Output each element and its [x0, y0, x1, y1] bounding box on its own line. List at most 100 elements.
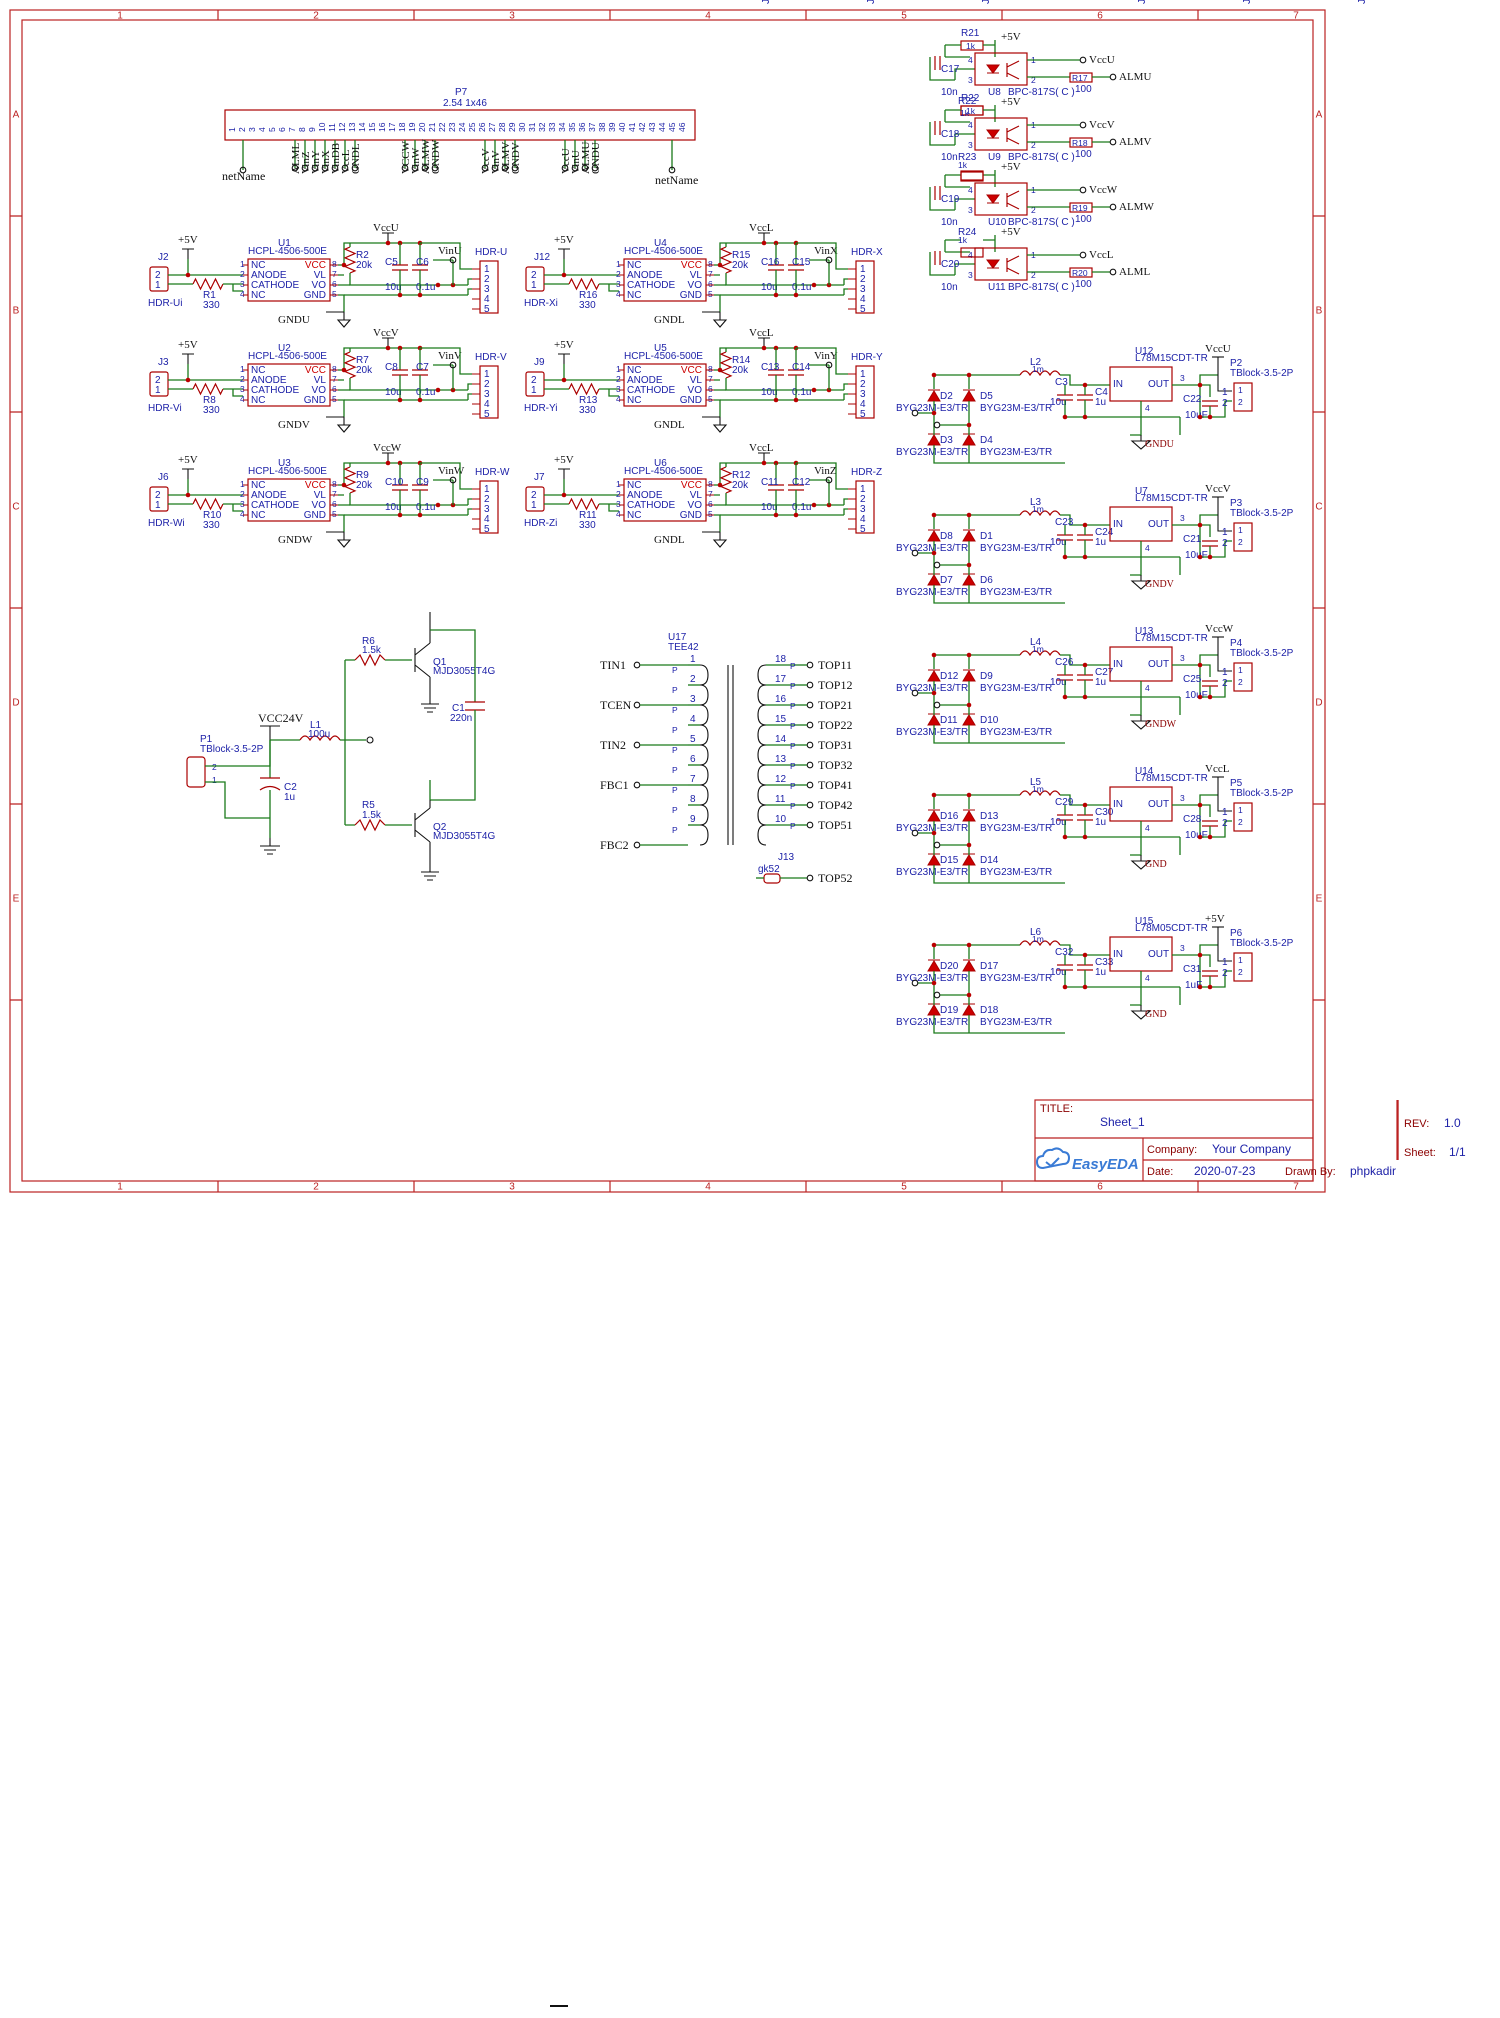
diode-ref: D20 [940, 961, 959, 972]
label: 2 [484, 379, 490, 390]
diode-ref: D11 [940, 715, 958, 726]
drawn-by-value: phpkadir [1350, 1164, 1396, 1178]
opto-channel-u3: J6HDR-Wi21+5VR10330U3HCPL-4506-500ENC1AN… [148, 0, 992, 548]
input-cap2-value: 1u [1095, 967, 1106, 978]
diode-ref: D2 [940, 391, 953, 402]
header-pin-number: 3 [247, 127, 257, 132]
zone-column-top: 2 [313, 11, 319, 22]
date-value: 2020-07-23 [1194, 1164, 1256, 1178]
c1-ref: C1 [452, 703, 465, 714]
series-resistor-ref: R10 [203, 510, 222, 521]
header-pin-number: 20 [417, 122, 427, 132]
input-header-name: HDR-Yi [524, 403, 558, 414]
opto-ic-ref: U2 [278, 343, 291, 354]
junction-dot [761, 240, 767, 246]
opto-pin-name: CATHODE [627, 385, 675, 396]
junction-dot [1082, 834, 1088, 840]
resistor-icon [192, 497, 224, 511]
ground-icon [712, 312, 728, 328]
output-header-ref: J1 [866, 0, 877, 4]
label: 1 [1238, 665, 1243, 675]
resistor-ref: R23 [958, 152, 977, 163]
zone-column-top: 1 [117, 11, 123, 22]
diode-ref: D14 [980, 855, 999, 866]
alarm-net-label: ALML [1119, 266, 1150, 278]
label: 2 [1031, 205, 1036, 215]
opto-pin-number: 8 [708, 479, 713, 489]
input-cap-ref: C3 [1055, 377, 1068, 388]
output-resistor-value: 100 [1075, 149, 1092, 160]
header-p7-ref: P7 [455, 87, 468, 98]
bulk-cap-value: 10u [385, 502, 402, 513]
regulator-pin-in: IN [1113, 949, 1123, 960]
input-header-ref: J9 [534, 357, 545, 368]
ground-icon [336, 312, 352, 328]
input-cap2-ref: C30 [1095, 807, 1114, 818]
opto-pin-name: VCC [681, 480, 702, 491]
output-cap-ref: C28 [1183, 814, 1202, 825]
header-pin-number: 23 [447, 122, 457, 132]
resistor-icon [343, 351, 357, 379]
junction-dot [1197, 522, 1203, 528]
output-terminal-part: TBlock-3.5-2P [1230, 368, 1294, 379]
header-pin-number: 14 [357, 122, 367, 132]
diode-part: BYG23M-E3/TR [896, 447, 968, 458]
label: 2 [1222, 538, 1228, 549]
inductor-icon [1019, 790, 1061, 797]
header-pin-number: 44 [657, 122, 667, 132]
label: 3 [860, 504, 866, 515]
opto-pin-number: 2 [616, 269, 621, 279]
label: 5 [484, 409, 490, 420]
primary-net-label: FBC1 [600, 778, 629, 792]
diode-ref: D17 [980, 961, 999, 972]
label: 3 [484, 284, 490, 295]
input-header-name: HDR-Zi [524, 518, 557, 529]
opto-ic-body [623, 478, 707, 522]
opto-pin-number: 8 [708, 364, 713, 374]
ground-icon [260, 838, 280, 855]
ground-icon [712, 532, 728, 548]
l1-inductor [299, 735, 341, 742]
header-net-label: VinU [570, 150, 582, 174]
c2-ref: C2 [284, 782, 297, 793]
label: 1 [484, 264, 490, 275]
pullup-resistor-ref: R12 [732, 470, 751, 481]
output-cap-ref: C31 [1183, 964, 1202, 975]
junction-dot [1197, 662, 1203, 668]
title-label: TITLE: [1040, 1103, 1073, 1115]
zone-row-right: B [1316, 306, 1323, 317]
header-pin-number: 11 [327, 123, 337, 132]
opto-ic-ref: U3 [278, 458, 291, 469]
opto-pin-number: 6 [332, 499, 337, 509]
output-terminal-body [1233, 802, 1253, 832]
label: 1 [1222, 387, 1228, 398]
header-net-label: VccU [560, 148, 572, 174]
header-pin-number: 38 [597, 122, 607, 132]
vcc-net-label: VccL [749, 327, 774, 339]
junction-dot [931, 942, 937, 948]
alarm-net-label: ALMW [1119, 201, 1154, 213]
label: 2 [1238, 537, 1243, 547]
zone-row-left: E [13, 894, 20, 905]
output-header-ref: J5 [981, 0, 992, 4]
junction-dot [1207, 694, 1213, 700]
header-pin-number: 31 [527, 122, 537, 132]
opto-ic-ref: U4 [654, 238, 667, 249]
opto-pin-name: NC [627, 365, 641, 376]
input-header-ref: J7 [534, 472, 545, 483]
opto-pin-name: VCC [305, 365, 326, 376]
capacitor-icon [934, 251, 941, 265]
label: 4 [968, 185, 973, 195]
opto-pin-number: 7 [332, 269, 337, 279]
inductor-icon [1019, 940, 1061, 947]
vcc-net-label: VccV [1089, 119, 1115, 131]
zone-row-left: D [12, 698, 19, 709]
output-header-body [855, 260, 875, 314]
input-cap2-value: 1u [1095, 537, 1106, 548]
bulk-cap-value: 10u [761, 502, 778, 513]
opto-ic-body [247, 478, 331, 522]
junction-dot [397, 512, 403, 518]
diode-part: BYG23M-E3/TR [980, 403, 1052, 414]
header-pin-number: 27 [487, 122, 497, 132]
